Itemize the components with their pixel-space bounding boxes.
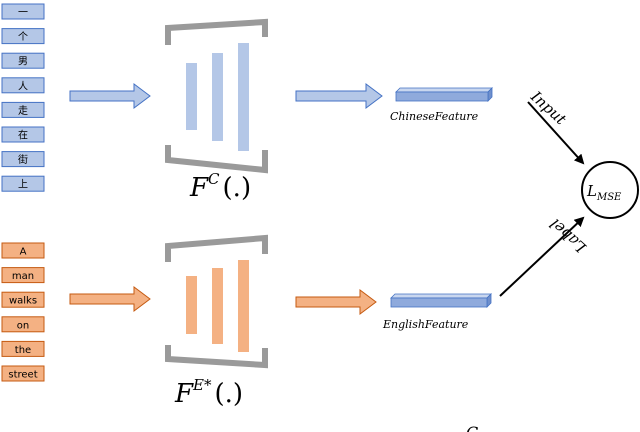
- chinese-feature-label: ChineseFeature: [390, 110, 479, 123]
- arrow-chinese-to-encoder: [69, 83, 151, 109]
- footer-fragment: C: [466, 423, 478, 432]
- english-token-box: [1, 316, 45, 333]
- chinese-encoder-label: FC(.): [189, 170, 251, 203]
- english-token: man: [1, 267, 45, 284]
- english-token-label: man: [12, 271, 34, 282]
- english-token-box: [1, 365, 45, 382]
- encoder-frame-top: [165, 234, 268, 262]
- encoder-frame-top: [165, 18, 268, 45]
- english-token-box: [1, 242, 45, 259]
- english-token: A: [1, 242, 45, 259]
- chinese-token-box: [1, 151, 45, 168]
- chinese-token: 人: [1, 77, 45, 94]
- encoder-layer: [238, 260, 249, 352]
- encoder-frame-bottom: [165, 145, 268, 174]
- chinese-token-box: [1, 126, 45, 143]
- chinese-token-label: 人: [18, 80, 28, 92]
- english-token-box: [1, 267, 45, 284]
- chinese-token-label: 走: [18, 105, 28, 117]
- encoder-layer: [238, 43, 249, 151]
- arrow-english-to-encoder: [69, 286, 151, 312]
- encoder-layer: [212, 53, 223, 141]
- english-feature-vector: [390, 293, 492, 308]
- label-edge: [499, 216, 585, 297]
- english-token-label: on: [17, 320, 29, 331]
- english-token-label: the: [15, 345, 31, 356]
- english-encoder-label: FE*(.): [174, 376, 243, 409]
- chinese-token-box: [1, 28, 45, 45]
- english-token-label: A: [20, 247, 27, 258]
- encoder-layer: [212, 268, 223, 344]
- chinese-token-box: [1, 52, 45, 69]
- english-token-label: walks: [9, 296, 37, 307]
- chinese-token: 上: [1, 175, 45, 192]
- english-token-box: [1, 340, 45, 357]
- chinese-token-label: 街: [18, 153, 28, 166]
- english-token-box: [1, 291, 45, 308]
- encoder-layer: [186, 63, 197, 130]
- chinese-token-box: [1, 77, 45, 94]
- english-encoder: [165, 234, 268, 369]
- encoder-layer: [186, 276, 197, 334]
- mse-loss-label: LMSE: [586, 182, 622, 203]
- english-token: on: [1, 316, 45, 333]
- chinese-encoder: [165, 18, 268, 174]
- chinese-token-box: [1, 3, 45, 20]
- encoder-frame-bottom: [165, 345, 268, 369]
- arrow-encoder-to-chinese-feature: [295, 83, 383, 109]
- chinese-token: 在: [1, 126, 45, 143]
- english-feature-label: EnglishFeature: [382, 318, 469, 331]
- chinese-token: 个: [1, 28, 45, 45]
- english-token: walks: [1, 291, 45, 308]
- chinese-token-box: [1, 101, 45, 118]
- chinese-token-label: 上: [18, 179, 28, 191]
- chinese-token-box: [1, 175, 45, 192]
- english-token-label: street: [8, 370, 37, 381]
- chinese-token: 一: [1, 3, 45, 20]
- english-token: street: [1, 365, 45, 382]
- chinese-token: 男: [1, 52, 45, 69]
- chinese-token: 走: [1, 101, 45, 118]
- arrow-encoder-to-english-feature: [295, 289, 377, 315]
- mse-loss-node: LMSE: [581, 161, 639, 219]
- chinese-token: 街: [1, 151, 45, 168]
- english-token: the: [1, 340, 45, 357]
- chinese-token-label: 在: [18, 130, 28, 142]
- chinese-token-label: 一: [18, 8, 28, 19]
- chinese-feature-vector: [395, 87, 493, 102]
- label-edge-label: Label: [546, 215, 590, 257]
- chinese-token-label: 男: [18, 56, 28, 68]
- input-edge: [527, 101, 585, 165]
- chinese-token-label: 个: [18, 31, 28, 43]
